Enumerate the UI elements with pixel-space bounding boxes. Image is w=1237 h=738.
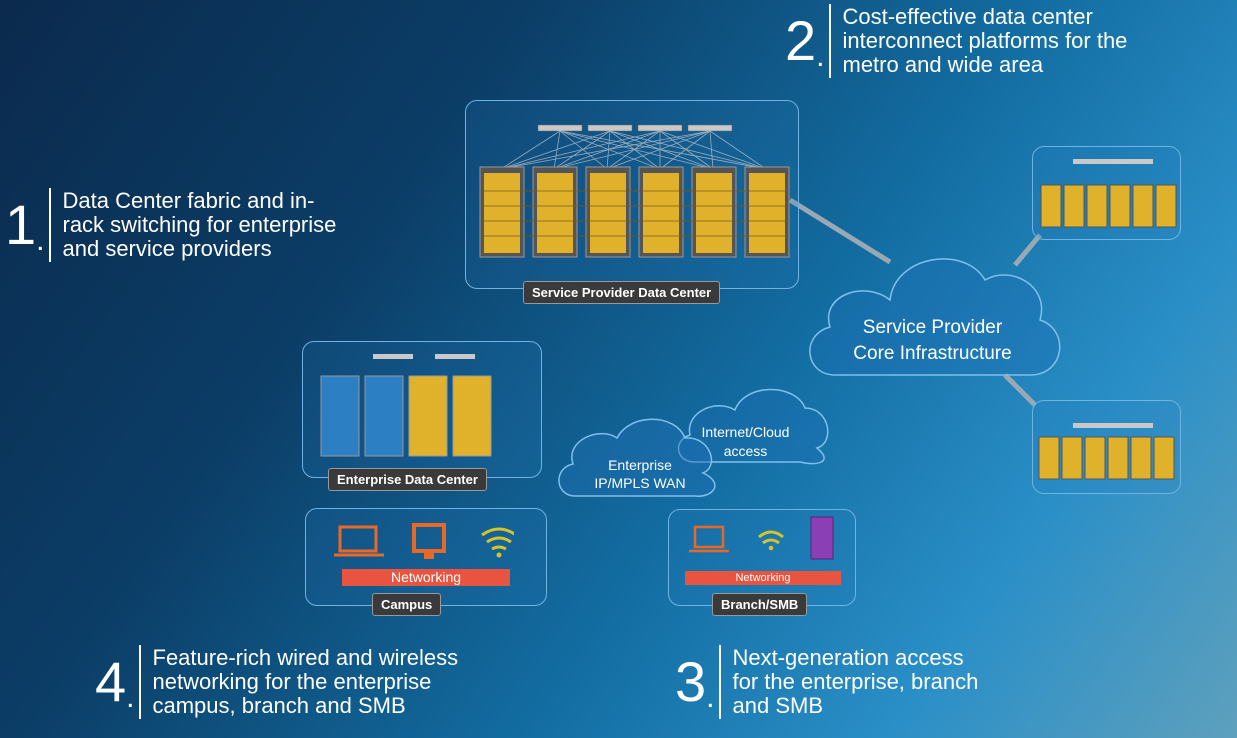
- enterprise-datacenter-label: Enterprise Data Center: [328, 468, 487, 491]
- branch-networking-bar: Networking: [685, 571, 841, 585]
- remote-datacenter-top: [1032, 146, 1181, 240]
- callout-4: 4 . Feature-rich wired and wireless netw…: [95, 645, 459, 719]
- sp-core-text: Service Provider Core Infrastructure: [853, 317, 1012, 364]
- sp-datacenter-panel: [465, 100, 799, 289]
- callout-3: 3 . Next-generation access for the enter…: [675, 645, 979, 719]
- callout-divider: [828, 4, 831, 78]
- enterprise-wan-text: Enterprise IP/MPLS WAN: [594, 457, 686, 491]
- sp-datacenter-racks: [479, 124, 790, 258]
- laptop-icon: [338, 525, 378, 553]
- server-icon: [810, 516, 834, 560]
- remote-datacenter-bottom: [1032, 400, 1181, 494]
- wan-clouds: [558, 388, 829, 497]
- wifi-icon: [758, 530, 784, 545]
- callout-3-number: 3: [675, 650, 707, 713]
- campus-label: Campus: [372, 593, 442, 616]
- sp-core-cloud: [809, 258, 1061, 376]
- callout-1-number: 1: [5, 193, 37, 256]
- sp-datacenter-label: Service Provider Data Center: [523, 281, 721, 304]
- branch-label: Branch/SMB: [712, 593, 808, 616]
- internet-cloud-text: Internet/Cloud access: [701, 424, 790, 459]
- callout-4-text: Feature-rich wired and wireless networki…: [152, 645, 459, 718]
- callout-2-text: Cost-effective data center interconnect …: [842, 4, 1128, 77]
- campus-panel: Networking: [305, 508, 547, 606]
- desktop-monitor-icon: [412, 523, 446, 553]
- callout-2: 2 . Cost-effective data center interconn…: [785, 4, 1128, 78]
- branch-panel: Networking: [668, 509, 856, 606]
- wifi-icon: [481, 527, 514, 551]
- callout-divider: [138, 645, 141, 719]
- laptop-icon: [693, 525, 725, 549]
- callout-divider: [718, 645, 721, 719]
- campus-networking-bar: Networking: [342, 569, 510, 586]
- callout-4-number: 4: [95, 650, 127, 713]
- enterprise-datacenter-panel: [302, 341, 542, 478]
- callout-divider: [48, 188, 51, 262]
- callout-1: 1 . Data Center fabric and in- rack swit…: [5, 188, 337, 262]
- callout-3-text: Next-generation access for the enterpris…: [732, 645, 979, 718]
- callout-2-number: 2: [785, 9, 817, 72]
- callout-1-text: Data Center fabric and in- rack switchin…: [62, 188, 337, 261]
